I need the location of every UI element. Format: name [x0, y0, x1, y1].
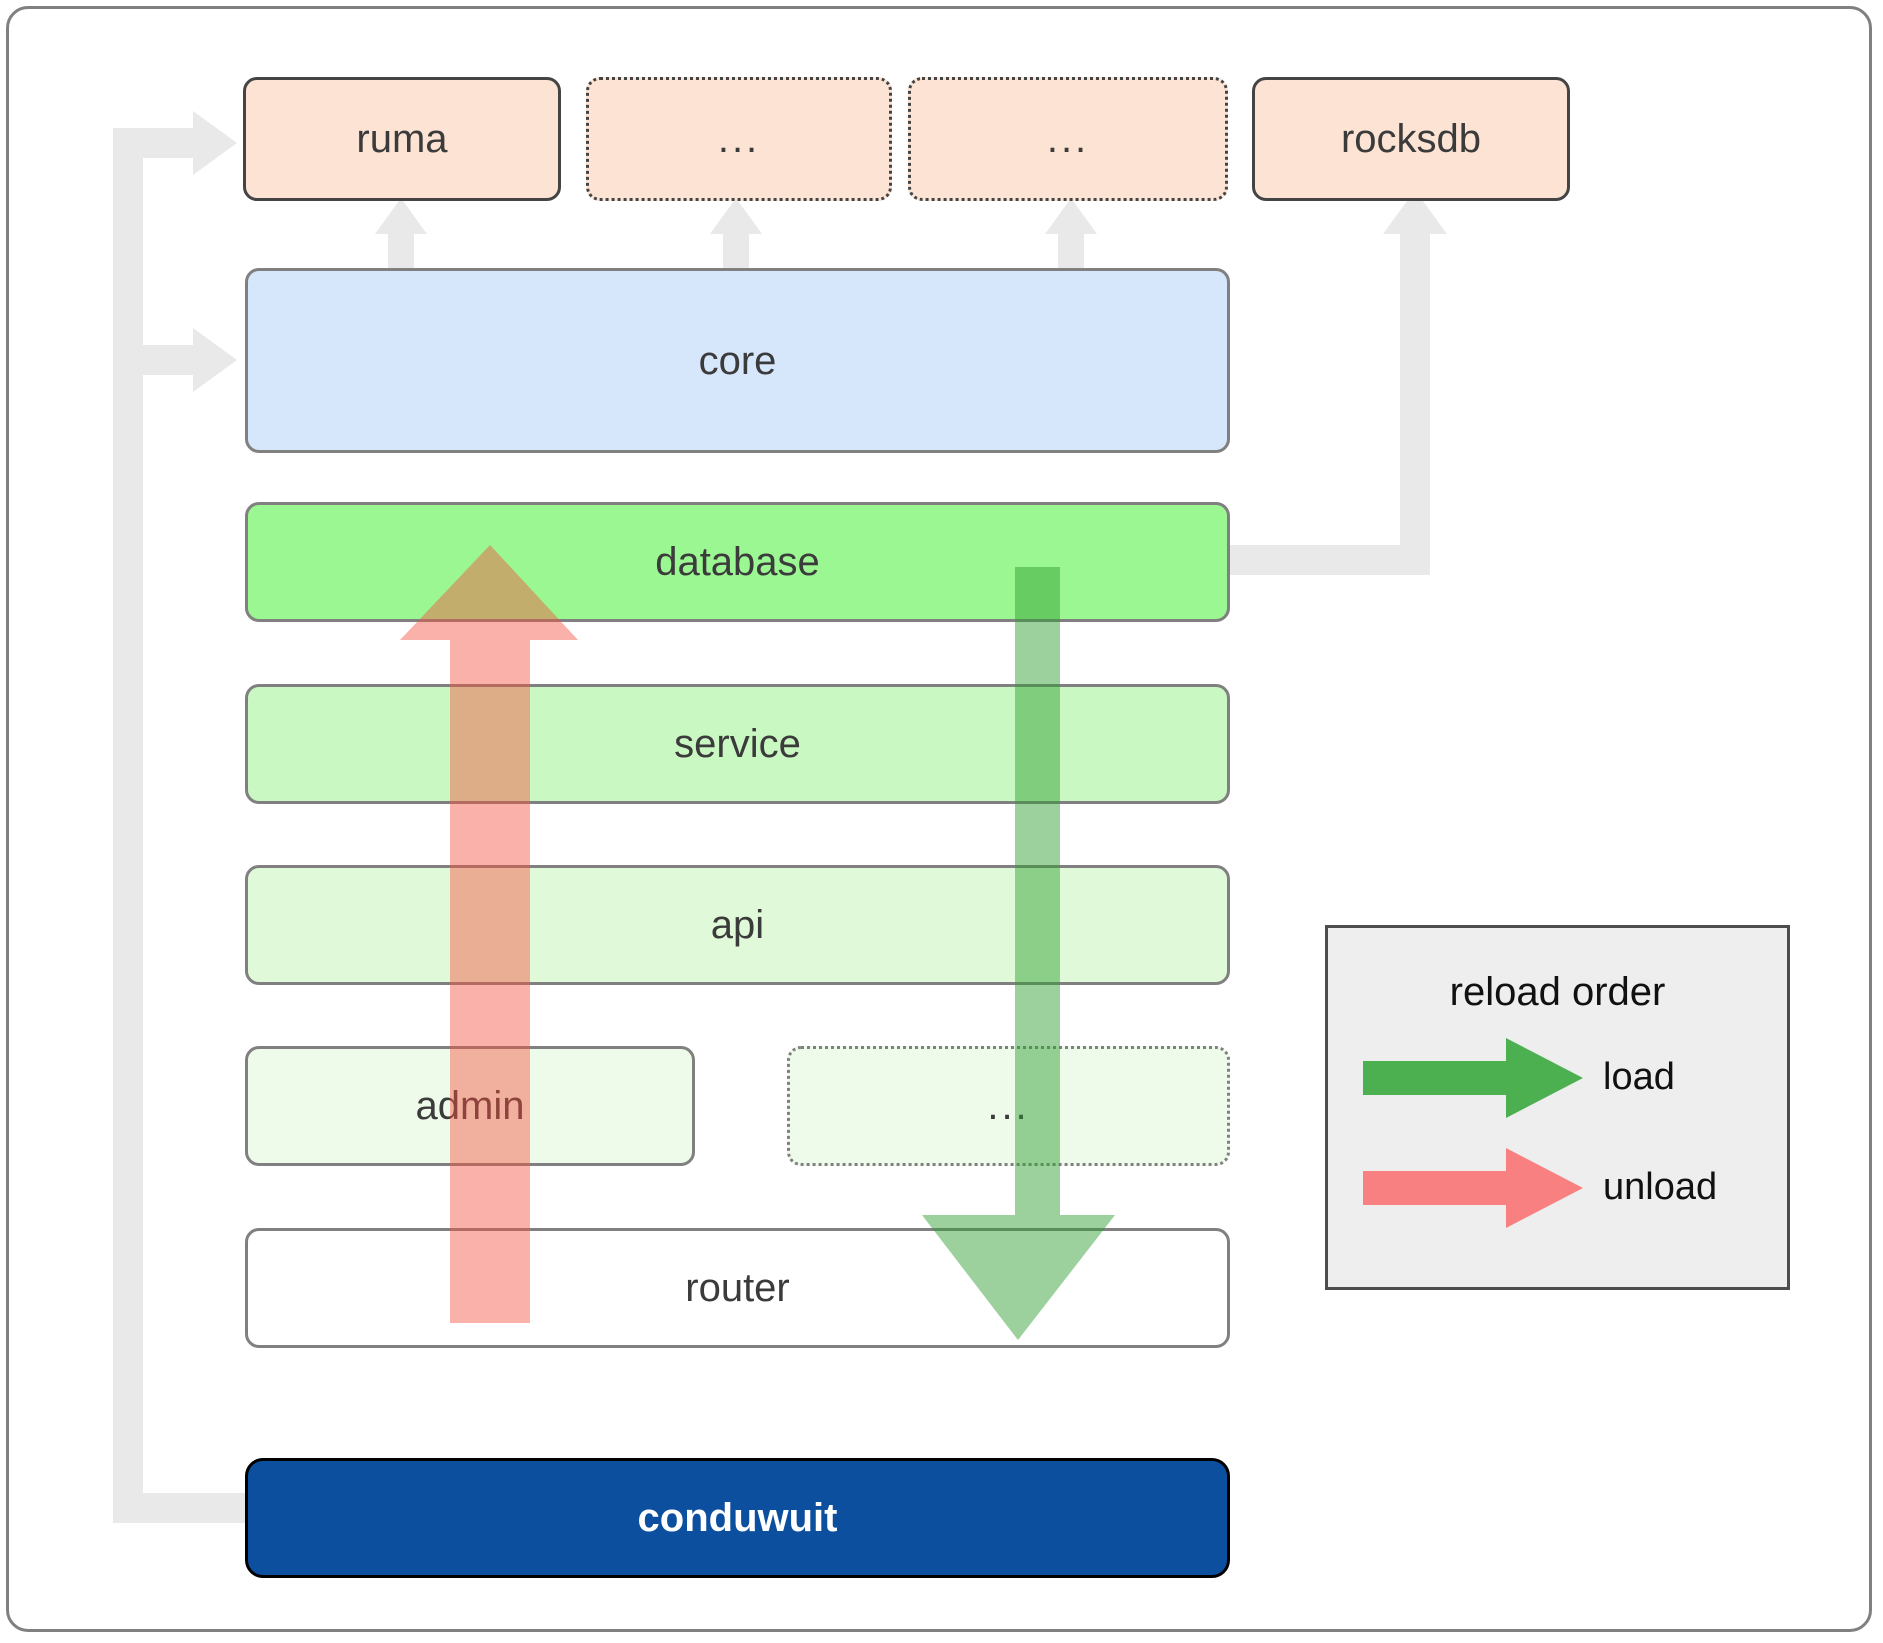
core-box[interactable]: core	[245, 268, 1230, 453]
dependency-label: ...	[1046, 117, 1090, 161]
connector-db-to-rocksdb-h	[1230, 545, 1430, 575]
layer-label: api	[710, 903, 765, 947]
legend-title: reload order	[1449, 970, 1666, 1014]
layer-box-api[interactable]: api	[245, 865, 1230, 985]
connector-core-to-ruma-arrowhead	[375, 198, 427, 234]
layer-label: admin	[415, 1084, 525, 1128]
layer-label: service	[674, 722, 801, 766]
layer-label: database	[655, 540, 820, 584]
legend-unload-label: unload	[1603, 1166, 1718, 1208]
layer-box-service[interactable]: service	[245, 684, 1230, 804]
legend-panel: reload order load unload	[1325, 925, 1790, 1290]
dependency-box-rocksdb[interactable]: rocksdb	[1252, 77, 1570, 201]
layer-box-more[interactable]: ...	[787, 1046, 1230, 1166]
layer-box-router[interactable]: router	[245, 1228, 1230, 1348]
app-label: conduwuit	[637, 1496, 838, 1540]
core-label: core	[698, 338, 777, 383]
dependency-label: ruma	[356, 117, 448, 161]
dependency-box-3[interactable]: ...	[908, 77, 1228, 201]
legend-load-arrow	[1363, 1038, 1583, 1118]
connector-branch-core-arrowhead	[193, 328, 237, 392]
connector-branch-ruma-arrowhead	[193, 111, 237, 175]
dependency-box-ruma[interactable]: ruma	[243, 77, 561, 201]
legend-load-label: load	[1603, 1056, 1675, 1098]
app-box-conduwuit[interactable]: conduwuit	[245, 1458, 1230, 1578]
layer-box-admin[interactable]: admin	[245, 1046, 695, 1166]
connector-core-to-dep3-arrowhead	[1045, 198, 1097, 234]
connector-db-to-rocksdb-v	[1400, 225, 1430, 575]
connector-core-to-dep2-arrowhead	[710, 198, 762, 234]
dependency-label: rocksdb	[1340, 117, 1482, 161]
legend-unload-arrow	[1363, 1148, 1583, 1228]
connector-left-trunk	[113, 128, 143, 1523]
layer-box-database[interactable]: database	[245, 502, 1230, 622]
dependency-box-2[interactable]: ...	[586, 77, 892, 201]
layer-label: ...	[987, 1084, 1030, 1128]
layer-label: router	[685, 1266, 790, 1310]
dependency-label: ...	[717, 117, 761, 161]
diagram-frame	[6, 6, 1872, 1632]
connector-left-to-app	[113, 1493, 248, 1523]
